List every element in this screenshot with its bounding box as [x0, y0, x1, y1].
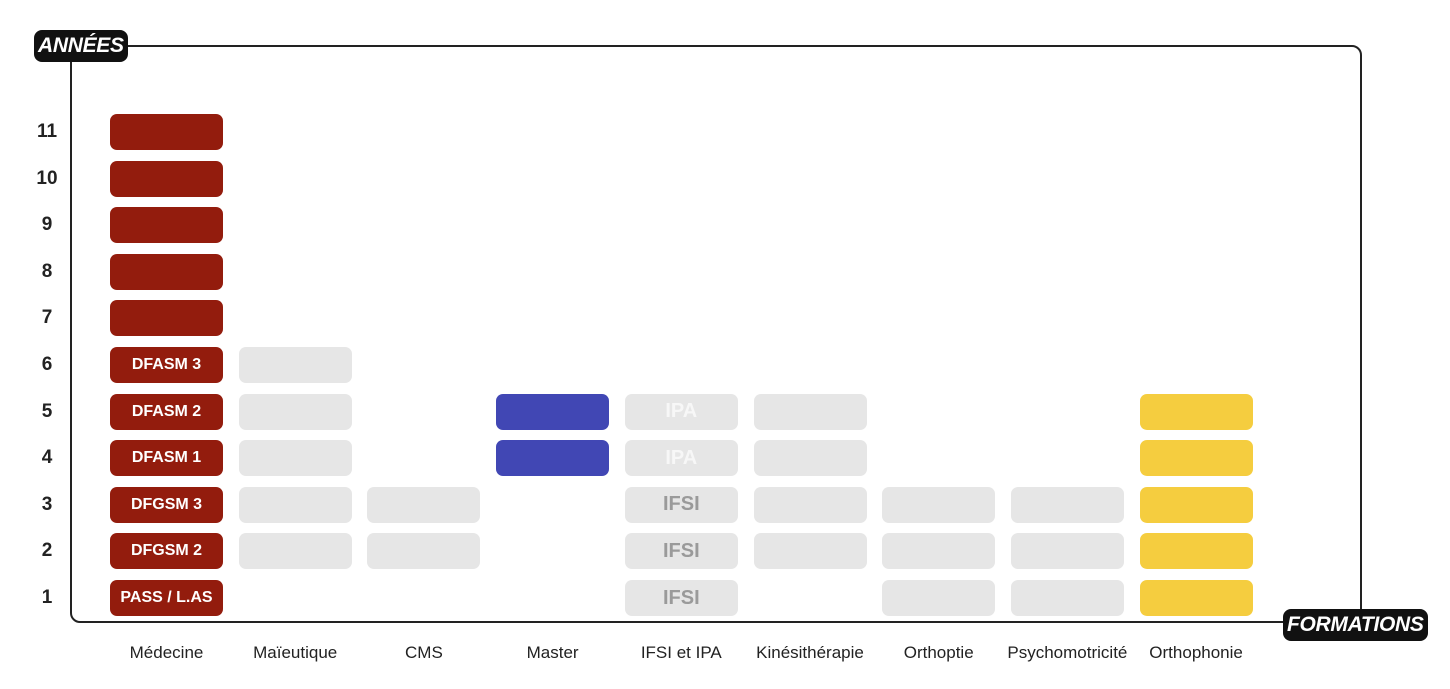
year-cell [1139, 486, 1253, 523]
year-cell [496, 440, 610, 477]
year-cell: IFSI [624, 533, 738, 570]
year-label: 5 [41, 400, 53, 422]
year-cell [753, 486, 867, 523]
chart-frame [70, 45, 1362, 623]
year-cell: IFSI [624, 486, 738, 523]
cell-label: DFASM 3 [131, 356, 202, 373]
cell-label: IPA [665, 446, 698, 469]
formation-label: CMS [405, 643, 443, 662]
year-cell [110, 207, 223, 244]
year-cell [496, 393, 610, 430]
year-cell [1010, 486, 1124, 523]
cell-label: IFSI [662, 493, 700, 516]
year-cell [1139, 393, 1253, 430]
year-cell [753, 440, 867, 477]
year-cell [238, 486, 352, 523]
year-cell: IFSI [624, 580, 738, 616]
year-label: 4 [41, 447, 53, 469]
year-cell [1139, 533, 1253, 570]
cell-label: IFSI [662, 586, 700, 609]
year-cell: PASS / L.AS [110, 580, 223, 616]
formation-label: Master [526, 643, 579, 662]
formation-label: IFSI et IPA [640, 643, 722, 662]
cell-label: DFGSM 2 [130, 542, 203, 560]
formation-label: Orthophonie [1149, 643, 1243, 662]
year-cell [238, 533, 352, 570]
year-cell [1010, 580, 1124, 616]
year-cell [882, 486, 996, 523]
year-cell: DFASM 3 [110, 347, 223, 383]
y-axis-tag: ANNÉES [34, 30, 128, 62]
year-cell: DFGSM 2 [110, 533, 223, 570]
year-cell [110, 160, 223, 197]
year-cell: IPA [624, 440, 738, 477]
year-cell: DFASM 2 [110, 393, 223, 430]
year-label: 10 [36, 167, 58, 189]
cell-label: DFASM 2 [131, 402, 202, 420]
cell-label: DFGSM 3 [130, 495, 203, 513]
cell-label: IFSI [662, 539, 700, 562]
cell-label: IPA [665, 400, 698, 423]
year-cell [110, 253, 223, 290]
year-cell: DFGSM 3 [110, 486, 223, 523]
year-cell: IPA [624, 393, 738, 430]
cell-label: DFASM 1 [131, 449, 202, 467]
year-label: 2 [41, 540, 53, 562]
formation-label: Maïeutique [253, 643, 338, 662]
year-cell [753, 393, 867, 430]
year-cell [882, 533, 996, 570]
year-label: 6 [41, 354, 53, 375]
year-label: 8 [41, 260, 53, 282]
x-axis-tag: FORMATIONS [1283, 609, 1428, 641]
year-label: 3 [41, 493, 53, 515]
year-cell [238, 440, 352, 477]
year-cell: DFASM 1 [110, 440, 223, 477]
year-cell [110, 300, 223, 337]
year-label: 1 [41, 587, 53, 608]
year-label: 7 [41, 307, 53, 329]
year-cell [882, 580, 996, 616]
formation-label: Médecine [129, 643, 204, 662]
year-cell [367, 486, 481, 523]
formation-label: Psychomotricité [1007, 643, 1128, 662]
year-cell [110, 114, 223, 150]
year-cell [753, 533, 867, 570]
year-cell [1010, 533, 1124, 570]
year-cell [1139, 440, 1253, 477]
year-label: 9 [41, 214, 53, 236]
cell-label: PASS / L.AS [120, 589, 213, 606]
formation-label: Kinésithérapie [756, 643, 864, 662]
year-label: 11 [36, 121, 58, 142]
year-cell [238, 347, 352, 383]
year-cell [238, 393, 352, 430]
year-cell [1139, 580, 1253, 616]
year-cell [367, 533, 481, 570]
formation-label: Orthoptie [903, 643, 974, 662]
